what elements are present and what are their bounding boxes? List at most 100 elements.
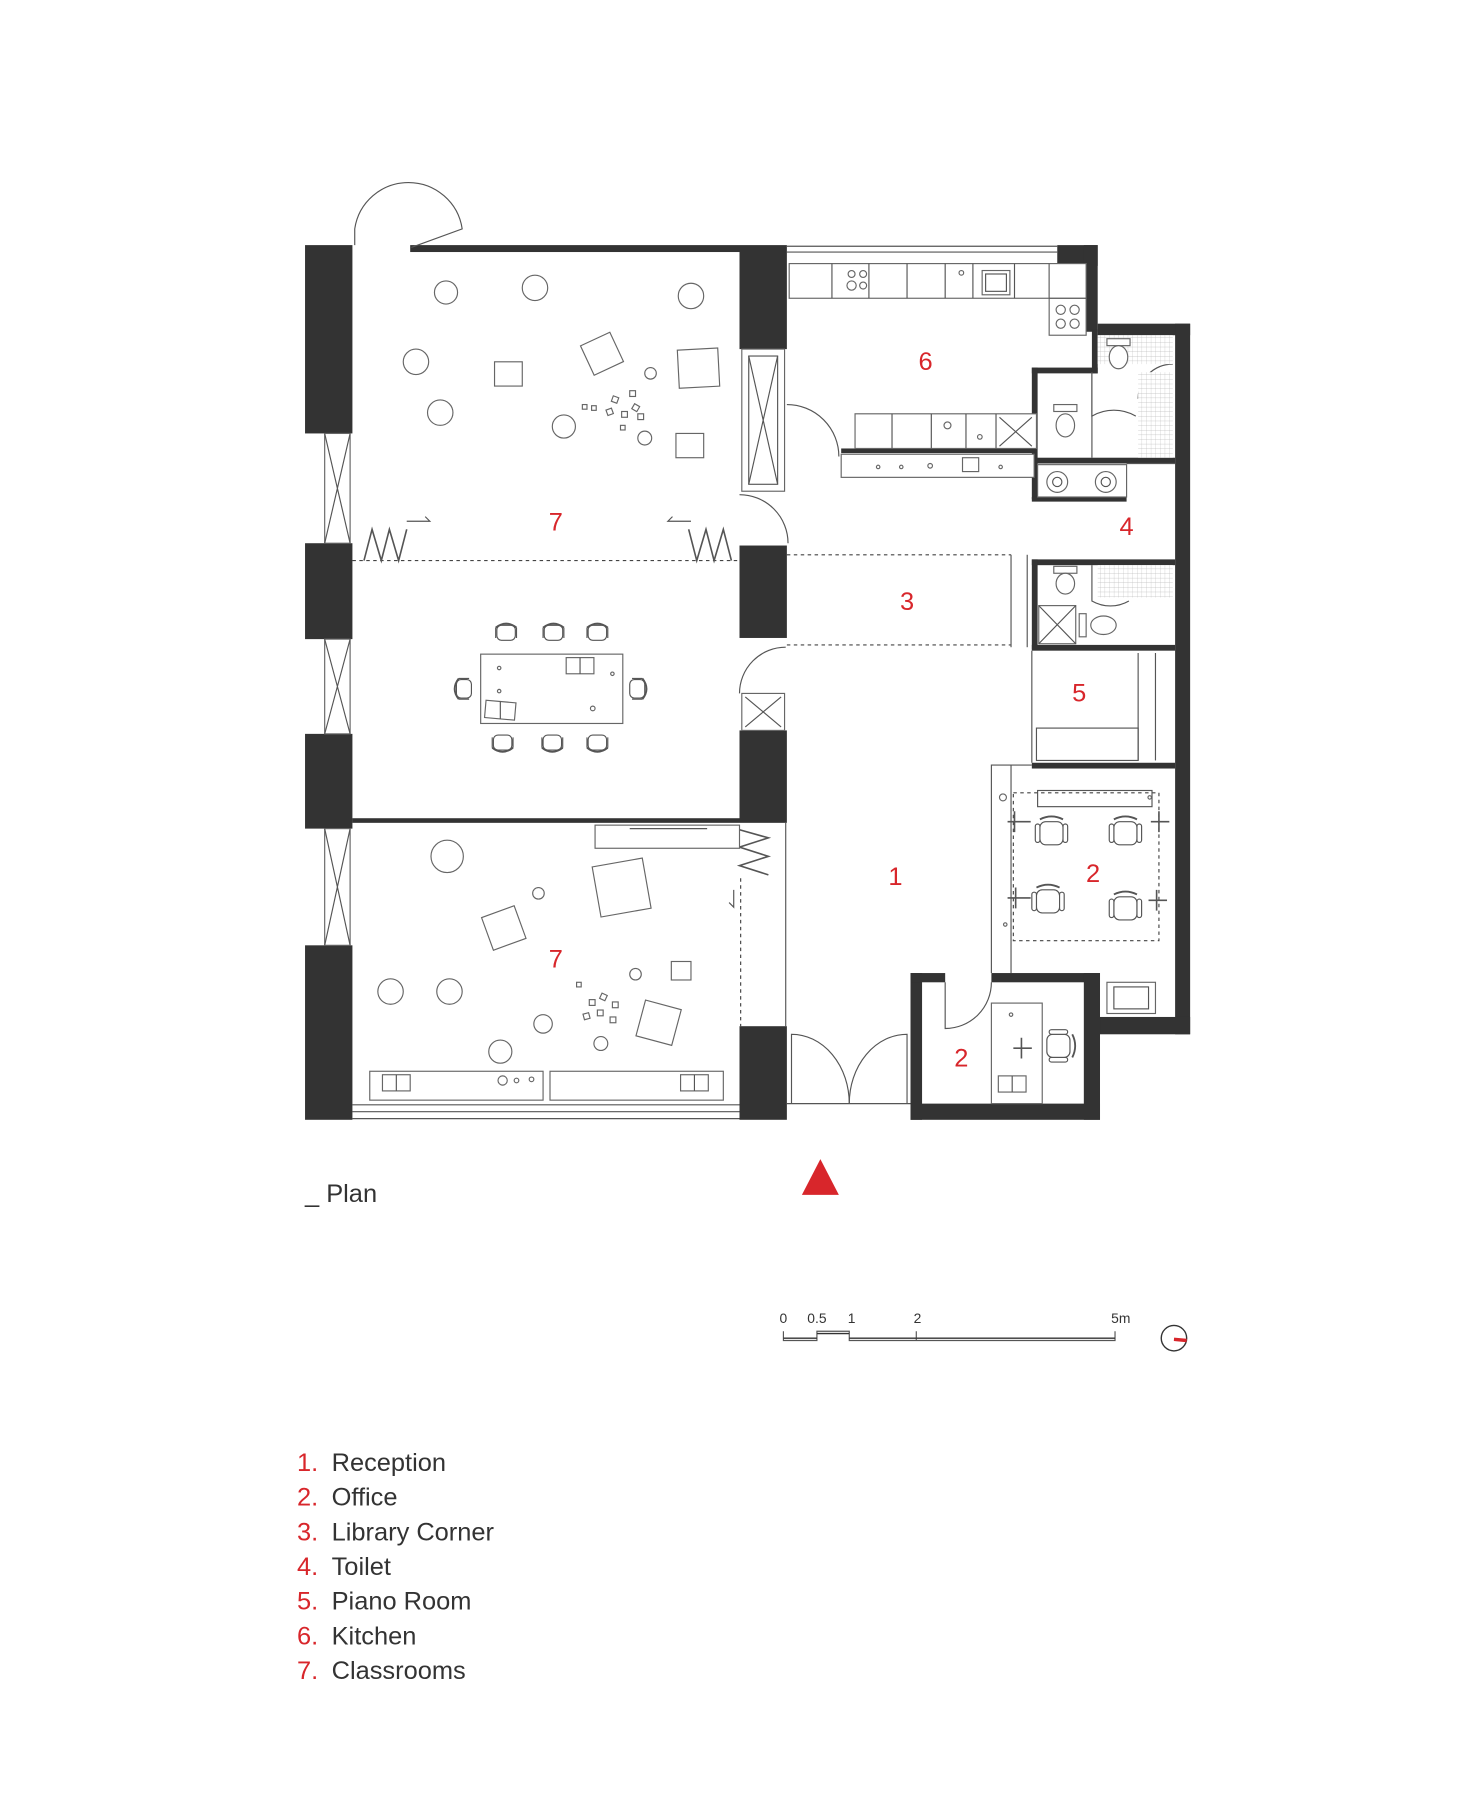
- room-label-classroom-bottom: 7: [549, 945, 563, 973]
- toilet-wall: [1031, 457, 1176, 464]
- counter-item: [875, 464, 881, 470]
- tiled-floor: [1138, 372, 1173, 458]
- central-wall: [739, 245, 787, 350]
- table-item: [589, 705, 596, 712]
- office-chair: [1108, 815, 1143, 846]
- north-arrow-triangle-icon: [801, 1159, 839, 1195]
- classroom-top-furniture: [402, 274, 721, 459]
- chair: [542, 622, 565, 642]
- chair: [453, 677, 473, 701]
- door-swing-office: [944, 982, 992, 1030]
- scale-label: 5m: [1111, 1310, 1130, 1326]
- office-large-furniture: [990, 764, 1170, 1015]
- toy-block: [582, 1011, 591, 1021]
- scale-bar: 0 0.5 1 2 5m: [780, 1310, 1130, 1342]
- burner: [1069, 318, 1080, 329]
- desk-item: [1147, 795, 1153, 800]
- door-swing-middle-room: [738, 646, 786, 694]
- room-label-piano-room: 5: [1072, 680, 1086, 708]
- desk-item: [998, 793, 1007, 802]
- window-cross: [324, 828, 351, 946]
- toilet-tank: [1078, 613, 1087, 638]
- burner: [859, 269, 868, 279]
- toy-block: [609, 1016, 617, 1024]
- burner: [1055, 304, 1066, 316]
- chair: [586, 734, 609, 753]
- room-label-reception: 1: [888, 863, 902, 891]
- stool: [433, 280, 459, 305]
- window: [324, 432, 351, 544]
- accordion-partition: [736, 828, 772, 876]
- kitchen-fixtures: [788, 263, 1087, 478]
- washbasin-icon: [1046, 470, 1069, 493]
- toy-block: [629, 390, 637, 398]
- central-wall: [739, 730, 787, 823]
- small-stool: [532, 886, 545, 900]
- stool: [426, 399, 454, 426]
- toy-block: [630, 402, 641, 413]
- legend-item: 6. Kitchen: [297, 1622, 416, 1650]
- legend-number: 7.: [297, 1657, 318, 1685]
- walls: [305, 245, 1191, 1120]
- toilet-wall: [1031, 559, 1176, 566]
- small-stool: [629, 967, 642, 981]
- counter-item: [958, 269, 965, 276]
- toy-block: [596, 1009, 604, 1017]
- tiled-floor: [1097, 565, 1173, 598]
- small-cabinet: [741, 692, 786, 731]
- legend-label: Classrooms: [332, 1657, 466, 1685]
- entrance-door-right: [848, 1033, 908, 1104]
- legend-number: 4.: [297, 1553, 318, 1581]
- counter-dividers: [831, 263, 1016, 299]
- room-label-classroom-top: 7: [549, 509, 563, 537]
- kitchen-counter-side: [1048, 263, 1087, 336]
- washbasin-drain: [1052, 476, 1063, 488]
- counter-item: [976, 434, 983, 440]
- central-wall: [739, 545, 787, 638]
- toy-block: [621, 410, 628, 418]
- burner: [1069, 304, 1080, 316]
- desk-item: [1008, 1012, 1014, 1017]
- sink-basin: [985, 273, 1007, 292]
- scale-label: 2: [914, 1310, 922, 1326]
- legend-label: Piano Room: [332, 1588, 472, 1616]
- burner: [859, 281, 868, 290]
- toilet-tank: [1053, 403, 1078, 413]
- table-item: [496, 688, 502, 694]
- cooktop-icon: [846, 269, 868, 291]
- central-wall: [739, 1026, 787, 1120]
- chair: [494, 622, 518, 642]
- kitchen-counter-wall: [841, 448, 1035, 454]
- desk-item: [1002, 922, 1008, 927]
- monitor-icon: [1007, 811, 1031, 833]
- toy-block: [637, 413, 645, 421]
- toilet-wall: [1091, 329, 1098, 374]
- library-corner-lines: [786, 554, 1028, 648]
- small-table: [635, 999, 682, 1047]
- legend-number: 2.: [297, 1484, 318, 1512]
- partitions: [352, 348, 787, 1027]
- chair: [586, 622, 609, 642]
- top-wall: [410, 245, 740, 253]
- monitor-icon: [1013, 1037, 1032, 1059]
- toy-block: [611, 1001, 619, 1009]
- left-wall: [305, 543, 353, 640]
- right-wall: [1175, 323, 1191, 1035]
- counter-item: [943, 421, 952, 430]
- desk-area: [1012, 792, 1160, 942]
- office-chair: [1045, 1028, 1077, 1063]
- counter-item: [898, 464, 904, 470]
- cabinet-inner: [748, 355, 779, 485]
- small-table: [676, 347, 721, 389]
- compass-needle: [1173, 1337, 1187, 1343]
- cabinet-cross: [999, 416, 1033, 447]
- legend-item: 4. Toilet: [297, 1553, 391, 1581]
- room-label-office-small: 2: [954, 1045, 968, 1073]
- legend-item: 1. Reception: [297, 1449, 446, 1477]
- toilet-wall: [1031, 644, 1176, 651]
- monitor-icon: [1148, 889, 1168, 911]
- window: [324, 638, 351, 735]
- window: [324, 828, 351, 946]
- toilet-bowl: [1055, 572, 1076, 595]
